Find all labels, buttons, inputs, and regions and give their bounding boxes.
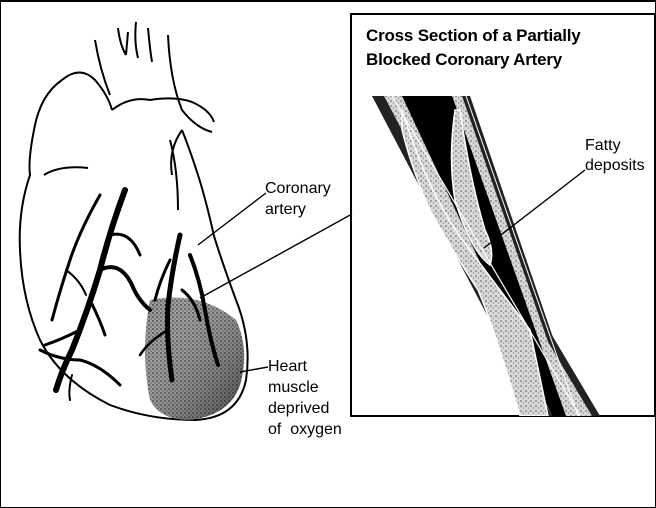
inset-title-line1: Cross Section of a Partially [366,24,646,48]
muscle-label-line2: muscle [268,377,358,398]
coronary-artery-label-line1: Coronary [265,178,355,199]
coronary-artery-pointer [198,193,266,245]
muscle-label-line3: deprived [268,398,358,419]
muscle-label-line4: of oxygen [268,419,358,440]
muscle-label-line1: Heart [268,356,358,377]
inset-title-line2: Blocked Coronary Artery [366,48,646,72]
muscle-pointer [240,367,268,372]
coronary-artery-label-line2: artery [265,199,355,220]
fatty-deposits-label-line1: Fatty [585,136,655,156]
coronary-artery-label: Coronary artery [265,178,355,220]
deprived-muscle-label: Heart muscle deprived of oxygen [268,356,358,440]
fatty-deposits-label-line2: deposits [585,156,655,176]
fatty-deposits-label: Fatty deposits [585,136,655,176]
inset-title: Cross Section of a Partially Blocked Cor… [366,24,646,72]
